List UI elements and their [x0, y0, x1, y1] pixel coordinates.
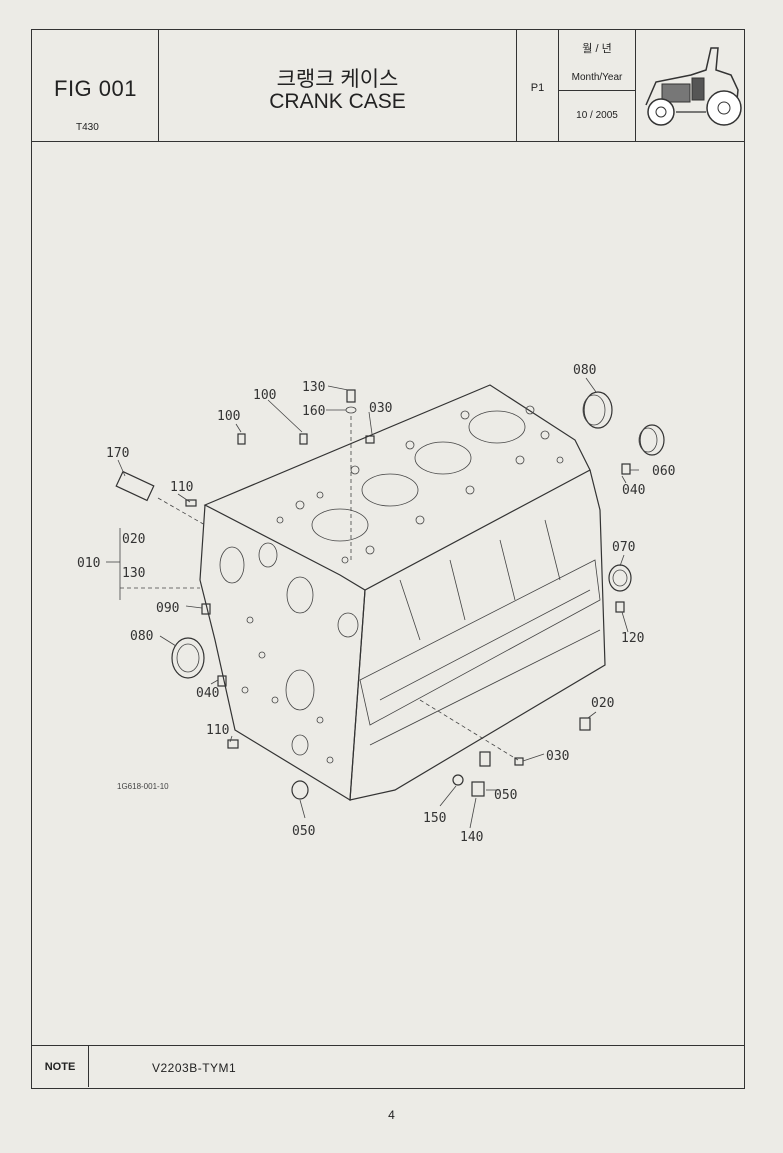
drawing-reference-code: 1G618-001-10 [117, 782, 169, 791]
tractor-logo [636, 30, 746, 141]
callout-label: 100 [253, 388, 276, 403]
callout-label: 070 [612, 540, 635, 555]
date-cell: 월 / 년 Month/Year 10 / 2005 [559, 30, 636, 141]
callout-label: 080 [573, 363, 596, 378]
callout-label: 080 [130, 629, 153, 644]
parts-sheet: FIG 001 T430 크랭크 케이스 CRANK CASE P1 월 / 년… [31, 29, 745, 1089]
callout-label: 130 [302, 380, 325, 395]
callout-label: 010 [77, 556, 100, 571]
date-label-korean: 월 / 년 [582, 43, 612, 55]
crankcase-ribs [369, 589, 601, 746]
title-block: FIG 001 T430 크랭크 케이스 CRANK CASE P1 월 / 년… [32, 30, 744, 142]
callout-label: 090 [156, 601, 179, 616]
callout-label: 110 [206, 723, 229, 738]
title-korean: 크랭크 케이스 [276, 68, 399, 91]
deck-holes [276, 405, 564, 564]
part-080-seal-top [582, 391, 613, 429]
callout-label: 020 [591, 696, 614, 711]
crankcase-side-face [349, 469, 606, 801]
note-block: NOTE V2203B-TYM1 [32, 1045, 744, 1088]
title-cell: 크랭크 케이스 CRANK CASE [159, 30, 517, 141]
callout-label: 120 [621, 631, 644, 646]
crankcase-webs [399, 519, 561, 641]
part-060-plug [638, 424, 665, 456]
date-divider [559, 90, 635, 91]
page-cell: P1 [517, 30, 559, 141]
note-text: V2203B-TYM1 [152, 1061, 237, 1075]
callout-label: 030 [546, 749, 569, 764]
leader-lines [106, 377, 639, 829]
title-english: CRANK CASE [269, 90, 406, 113]
model-code: T430 [76, 122, 99, 133]
part-170-sensor [115, 470, 155, 502]
crankcase-front-face [199, 504, 366, 802]
callout-label: 050 [494, 788, 517, 803]
callout-label: 140 [460, 830, 483, 845]
callout-label: 030 [369, 401, 392, 416]
callout-label: 130 [122, 566, 145, 581]
callout-label: 170 [106, 446, 129, 461]
callout-labels: 080 130 100 160 030 100 060 170 040 110 … [77, 363, 675, 845]
callout-label: 040 [622, 483, 645, 498]
part-070-seal [608, 564, 632, 592]
page-label: P1 [530, 82, 545, 94]
date-value: 10 / 2005 [576, 110, 618, 121]
callout-label: 100 [217, 409, 240, 424]
callout-label: 110 [170, 480, 193, 495]
note-label: NOTE [32, 1046, 89, 1087]
front-face-openings [219, 542, 359, 764]
small-parts [185, 389, 631, 800]
callout-label: 040 [196, 686, 219, 701]
crankcase-top-deck [203, 384, 591, 591]
tractor-icon [645, 47, 742, 126]
part-080-seal-front [171, 637, 205, 679]
callout-label: 150 [423, 811, 446, 826]
callout-label: 160 [302, 404, 325, 419]
callout-label: 020 [122, 532, 145, 547]
page-number: 4 [388, 1108, 395, 1122]
callout-label: 050 [292, 824, 315, 839]
date-label-english: Month/Year [571, 72, 623, 83]
figure-cell: FIG 001 T430 [32, 30, 159, 141]
figure-number: FIG 001 [54, 76, 137, 101]
cylinder-bores [311, 410, 526, 542]
crankcase-skirt [359, 559, 601, 726]
callout-label: 060 [652, 464, 675, 479]
